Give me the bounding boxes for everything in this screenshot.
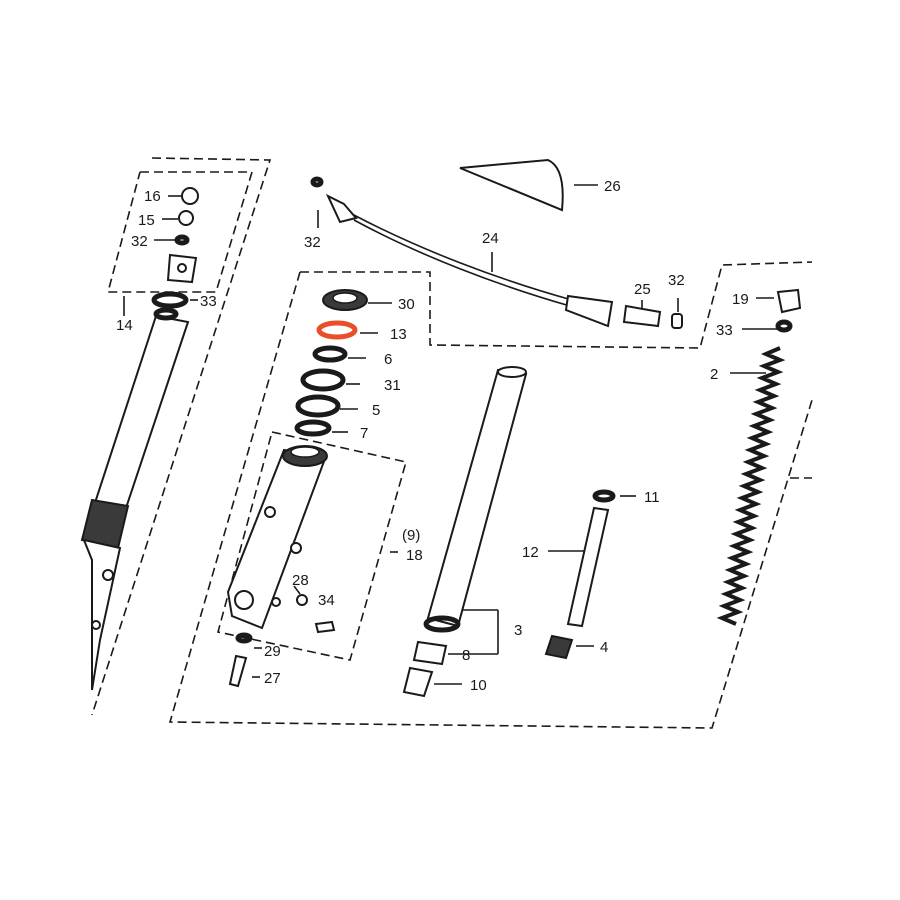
callout-31: 31 xyxy=(384,377,401,394)
left-fork-oring xyxy=(151,291,189,309)
fork-spring-2 xyxy=(716,288,802,626)
callout-14: 14 xyxy=(116,317,133,334)
tube-bushing xyxy=(423,615,461,633)
callout-32-right: 32 xyxy=(668,272,685,289)
callout-29: 29 xyxy=(264,643,281,660)
callout-25: 25 xyxy=(634,281,651,298)
callout-3: 3 xyxy=(514,622,522,639)
callout-11: 11 xyxy=(644,489,660,506)
callout-30: 30 xyxy=(398,296,415,313)
fork-cap-19 xyxy=(776,288,802,314)
callout-34: 34 xyxy=(318,592,335,609)
oil-seal-31 xyxy=(300,368,346,392)
backup-ring-5 xyxy=(295,394,341,418)
fork-cap-frame xyxy=(106,171,254,293)
callout-33-left: 33 xyxy=(200,293,217,310)
rebound-spring-4 xyxy=(544,634,574,660)
fitting-25 xyxy=(622,304,662,328)
fork-slider-18 xyxy=(226,445,336,688)
oring-32-tube-end xyxy=(310,176,324,188)
oring-32-right xyxy=(671,313,683,329)
cap-bolt-16 xyxy=(181,187,199,205)
left-fork-assembly xyxy=(80,291,190,691)
callout-9: (9) xyxy=(402,527,420,544)
fork-spring xyxy=(716,346,786,626)
inner-tube-frame xyxy=(300,261,813,349)
left-fork-slider xyxy=(82,538,122,691)
callout-7: 7 xyxy=(360,425,368,442)
fork-cap-parts xyxy=(166,187,199,284)
callout-27: 27 xyxy=(264,670,281,687)
bolt-27 xyxy=(228,654,248,688)
inner-tube xyxy=(426,368,528,628)
callout-6: 6 xyxy=(384,351,392,368)
callout-12: 12 xyxy=(522,544,539,561)
guide-8 xyxy=(412,640,448,666)
callout-32-tube: 32 xyxy=(304,234,321,251)
breather-tube-assembly xyxy=(310,176,683,329)
callout-18: 18 xyxy=(406,547,423,564)
cap-part-15 xyxy=(178,210,194,226)
slide-bushing-7 xyxy=(294,419,332,437)
callout-33-right: 33 xyxy=(716,322,733,339)
left-fork-tube xyxy=(90,314,190,522)
tube-right-fitting xyxy=(564,294,614,328)
screw-34 xyxy=(314,620,336,634)
callout-24: 24 xyxy=(482,230,499,247)
inner-tube-frame-left xyxy=(168,271,813,729)
callout-labels: 16 15 32 33 14 32 24 26 25 32 30 13 6 31… xyxy=(116,178,749,694)
seal-stack xyxy=(294,289,368,437)
circlip-13 xyxy=(316,320,358,340)
callout-13: 13 xyxy=(390,326,407,343)
callout-16: 16 xyxy=(144,188,161,205)
callout-2: 2 xyxy=(710,366,718,383)
damper-rod xyxy=(566,506,610,628)
callout-10: 10 xyxy=(470,677,487,694)
callout-15: 15 xyxy=(138,212,155,229)
callout-5: 5 xyxy=(372,402,380,419)
oring-32-top xyxy=(174,234,190,246)
callout-28: 28 xyxy=(292,572,309,589)
oil-lock-piece-10 xyxy=(402,666,434,698)
group-frames xyxy=(91,157,813,729)
breather-tube xyxy=(351,213,573,301)
slider-frame xyxy=(217,431,407,661)
callout-32-cap: 32 xyxy=(131,233,148,250)
oring-33-right xyxy=(775,319,793,333)
left-fork-frame xyxy=(91,157,272,716)
callout-19: 19 xyxy=(732,291,749,308)
drain-screw-28 xyxy=(296,594,308,606)
washer-6 xyxy=(312,345,348,363)
label-plate-26 xyxy=(459,158,564,212)
leader-lines xyxy=(123,184,778,685)
damper-rod-12 xyxy=(544,489,616,660)
callout-8: 8 xyxy=(462,647,470,664)
callout-4: 4 xyxy=(600,639,608,656)
inner-fork-tube-3 xyxy=(402,366,528,698)
tube-left-fitting xyxy=(325,193,358,224)
callout-26: 26 xyxy=(604,178,621,195)
washer-29 xyxy=(235,632,253,644)
piston-ring-11 xyxy=(592,489,616,503)
